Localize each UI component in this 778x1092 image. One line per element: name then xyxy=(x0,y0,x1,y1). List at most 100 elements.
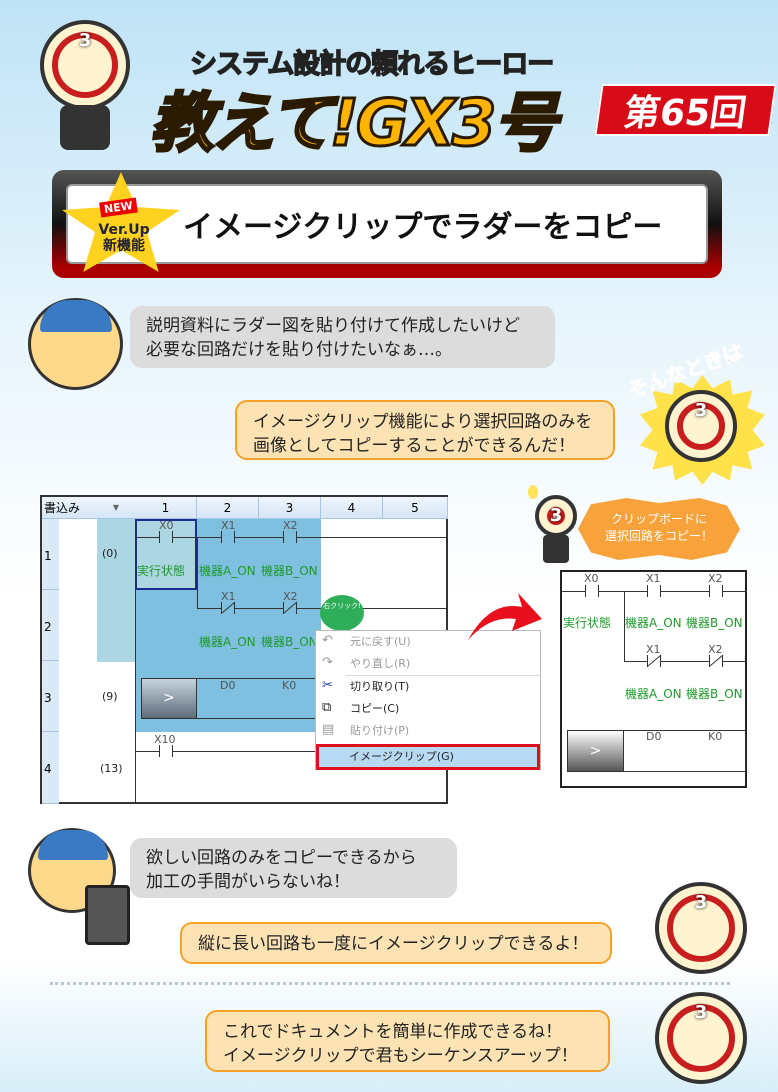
contact-x2-nc xyxy=(709,655,723,667)
device-label: X10 xyxy=(154,733,176,746)
menu-label: 貼り付け(P) xyxy=(350,724,410,737)
contact-x2 xyxy=(709,585,723,597)
hero-head xyxy=(655,882,747,974)
hero-head xyxy=(655,992,747,1084)
device-label: X2 xyxy=(708,643,723,656)
left-bus-bar xyxy=(135,519,136,804)
contact-x1 xyxy=(221,531,235,543)
compare-instruction: > xyxy=(141,678,197,719)
row-header: 3 xyxy=(42,661,59,732)
comment-label: 実行状態 xyxy=(137,564,186,578)
contact-x0 xyxy=(585,585,599,597)
comment-label: 機器A_ON xyxy=(199,564,256,578)
menu-label: コピー(C) xyxy=(350,702,400,715)
row-header: 2 xyxy=(42,590,59,661)
device-label: X0 xyxy=(584,572,599,585)
device-label: X2 xyxy=(283,590,298,603)
copy-icon: ⧉ xyxy=(322,700,332,715)
series-subtitle: システム設計の頼れるヒーロー xyxy=(189,48,555,81)
row-header: 1 xyxy=(42,519,59,590)
menu-label: 切り取り(T) xyxy=(350,680,410,693)
badge-line1: Ver.Up xyxy=(98,222,150,238)
menu-item-redo[interactable]: ↷ やり直し(R) xyxy=(316,653,540,675)
clipped-ladder-image: X0 X1 X2 X1 X2 実行状態 機器A_ON 機器B_ON 機器A_ON… xyxy=(560,570,747,788)
comment-label: 機器B_ON xyxy=(686,616,743,630)
menu-item-paste[interactable]: ▤ 貼り付け(P) xyxy=(316,720,540,742)
device-label: D0 xyxy=(220,679,236,692)
speech-bubble-hero: これでドキュメントを簡単に作成できるね！ イメージクリップで君もシーケンスアーッ… xyxy=(205,1010,610,1072)
speech-bubble-hero: イメージクリップ機能により選択回路のみを 画像としてコピーすることができるんだ！ xyxy=(235,400,615,460)
comment-label: 機器A_ON xyxy=(625,616,682,630)
context-menu: ↶ 元に戻す(U) ↷ やり直し(R) ✂ 切り取り(T) ⧉ コピー(C) ▤ 貼り付け… xyxy=(315,630,541,770)
contact-x2 xyxy=(283,531,297,543)
menu-label: 元に戻す(U) xyxy=(350,635,411,648)
menu-label: イメージクリップ(G) xyxy=(349,750,454,763)
lightbulb-icon xyxy=(528,485,538,499)
speech-bubble-user: 欲しい回路のみをコピーできるから 加工の手間がいらないね！ xyxy=(130,838,457,898)
comment-label: 実行状態 xyxy=(563,616,612,630)
branch-line xyxy=(624,591,625,661)
speech-bubble-user: 説明資料にラダー図を貼り付けて作成したいけど 必要な回路だけを貼り付けたいなぁ…… xyxy=(130,306,555,368)
device-label: K0 xyxy=(282,679,297,692)
rung-line xyxy=(624,661,747,662)
comment-label: 機器A_ON xyxy=(199,635,256,649)
computer-monitor-icon xyxy=(85,885,130,945)
menu-divider xyxy=(346,675,540,676)
series-title: 教えて!GX3号 xyxy=(148,86,558,163)
clipboard-note: クリップボードに 選択回路をコピー！ xyxy=(578,498,740,560)
row-header: 4 xyxy=(42,732,59,804)
device-label: X0 xyxy=(159,519,174,532)
device-label: X2 xyxy=(283,519,298,532)
topic-banner: イメージクリップでラダーをコピー xyxy=(52,170,722,278)
menu-item-undo[interactable]: ↶ 元に戻す(U) xyxy=(316,631,540,653)
compare-box xyxy=(624,730,746,772)
contact-x1-nc xyxy=(647,655,661,667)
contact-x1 xyxy=(647,585,661,597)
hero-mascot xyxy=(40,20,130,110)
branch-line xyxy=(197,537,198,608)
column-header: 1 xyxy=(135,497,197,519)
compare-box xyxy=(197,678,321,719)
paste-icon: ▤ xyxy=(322,722,335,737)
episode-badge: 第65回 xyxy=(594,84,777,136)
compare-instruction: > xyxy=(567,730,624,772)
device-label: X1 xyxy=(221,519,236,532)
mode-dropdown-icon[interactable]: ▼ xyxy=(97,497,135,519)
topic-title: イメージクリップでラダーをコピー xyxy=(66,184,708,264)
menu-item-cut[interactable]: ✂ 切り取り(T) xyxy=(316,676,540,698)
contact-x0 xyxy=(159,531,173,543)
cap-icon xyxy=(38,830,108,860)
menu-item-copy[interactable]: ⧉ コピー(C) xyxy=(316,698,540,720)
hero-head xyxy=(665,390,737,462)
comment-label: 機器B_ON xyxy=(261,635,318,649)
step-number: (13) xyxy=(100,762,123,775)
device-label: X2 xyxy=(708,572,723,585)
comment-label: 機器A_ON xyxy=(625,687,682,701)
mini-hero-body xyxy=(543,535,569,563)
column-header: 2 xyxy=(197,497,259,519)
device-label: D0 xyxy=(646,730,662,743)
scissors-icon: ✂ xyxy=(322,678,333,693)
mini-hero xyxy=(535,495,577,537)
contact-x2-nc xyxy=(283,602,297,614)
speech-bubble-hero: 縦に長い回路も一度にイメージクリップできるよ！ xyxy=(180,922,612,964)
cursor-cell[interactable] xyxy=(135,519,197,590)
device-label: X1 xyxy=(221,590,236,603)
selected-step-area xyxy=(97,519,135,662)
rung-line xyxy=(135,751,335,752)
redo-icon: ↷ xyxy=(322,655,333,670)
hero-body xyxy=(60,105,110,150)
divider xyxy=(50,982,730,985)
red-arrow-icon xyxy=(468,593,542,640)
cap-icon xyxy=(40,300,112,332)
device-label: K0 xyxy=(708,730,723,743)
comment-label: 機器B_ON xyxy=(686,687,743,701)
menu-label: やり直し(R) xyxy=(350,657,411,670)
undo-icon: ↶ xyxy=(322,633,333,648)
column-header: 3 xyxy=(259,497,321,519)
contact-x10 xyxy=(159,745,173,757)
step-number: (9) xyxy=(102,690,118,703)
right-click-badge: 右クリック! xyxy=(320,595,364,631)
menu-item-image-clip[interactable]: イメージクリップ(G) xyxy=(316,744,540,770)
